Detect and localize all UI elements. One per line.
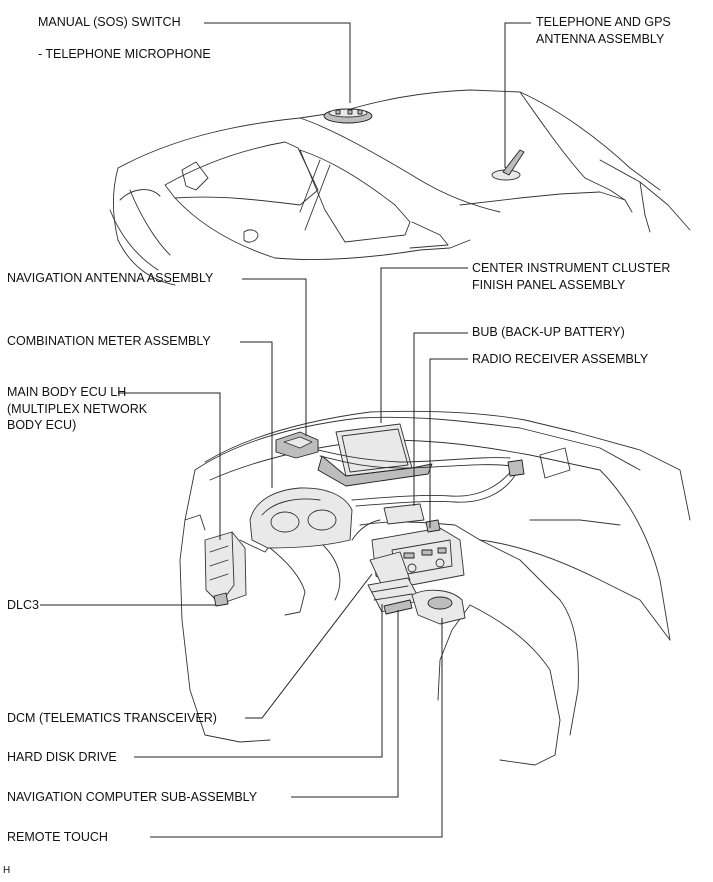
label-radio-receiver: RADIO RECEIVER ASSEMBLY bbox=[472, 352, 649, 366]
leader-lines bbox=[40, 22, 531, 838]
remote-touch-unit bbox=[411, 589, 466, 625]
dashboard-outline bbox=[179, 410, 691, 766]
combination-meter-unit bbox=[239, 487, 353, 553]
label-manual-sos-switch: MANUAL (SOS) SWITCH bbox=[38, 15, 181, 29]
center-display-unit bbox=[317, 423, 433, 487]
main-body-ecu-unit bbox=[204, 531, 247, 607]
wiring-harness bbox=[317, 449, 525, 541]
backup-battery-unit bbox=[383, 503, 425, 525]
navigation-computer-stack bbox=[367, 551, 421, 615]
label-dcm: DCM (TELEMATICS TRANSCEIVER) bbox=[7, 711, 217, 725]
label-bub: BUB (BACK-UP BATTERY) bbox=[472, 325, 625, 339]
gps-antenna-unit bbox=[491, 149, 525, 181]
label-navigation-antenna: NAVIGATION ANTENNA ASSEMBLY bbox=[7, 271, 214, 285]
label-combination-meter: COMBINATION METER ASSEMBLY bbox=[7, 334, 211, 348]
label-main-body-ecu: MAIN BODY ECU LH (MULTIPLEX NETWORK BODY… bbox=[7, 385, 148, 432]
label-navigation-computer: NAVIGATION COMPUTER SUB-ASSEMBLY bbox=[7, 790, 258, 804]
vehicle-body-outline bbox=[109, 89, 691, 286]
sos-switch-unit bbox=[323, 108, 373, 124]
label-dlc3: DLC3 bbox=[7, 598, 39, 612]
label-hard-disk-drive: HARD DISK DRIVE bbox=[7, 750, 117, 764]
corner-mark: H bbox=[3, 865, 11, 876]
label-telephone-microphone: - TELEPHONE MICROPHONE bbox=[38, 47, 211, 61]
label-center-instrument-cluster: CENTER INSTRUMENT CLUSTER FINISH PANEL A… bbox=[472, 261, 671, 292]
label-telephone-gps-antenna: TELEPHONE AND GPS ANTENNA ASSEMBLY bbox=[536, 15, 671, 46]
navigation-antenna-unit bbox=[275, 431, 319, 459]
label-remote-touch: REMOTE TOUCH bbox=[7, 830, 108, 844]
